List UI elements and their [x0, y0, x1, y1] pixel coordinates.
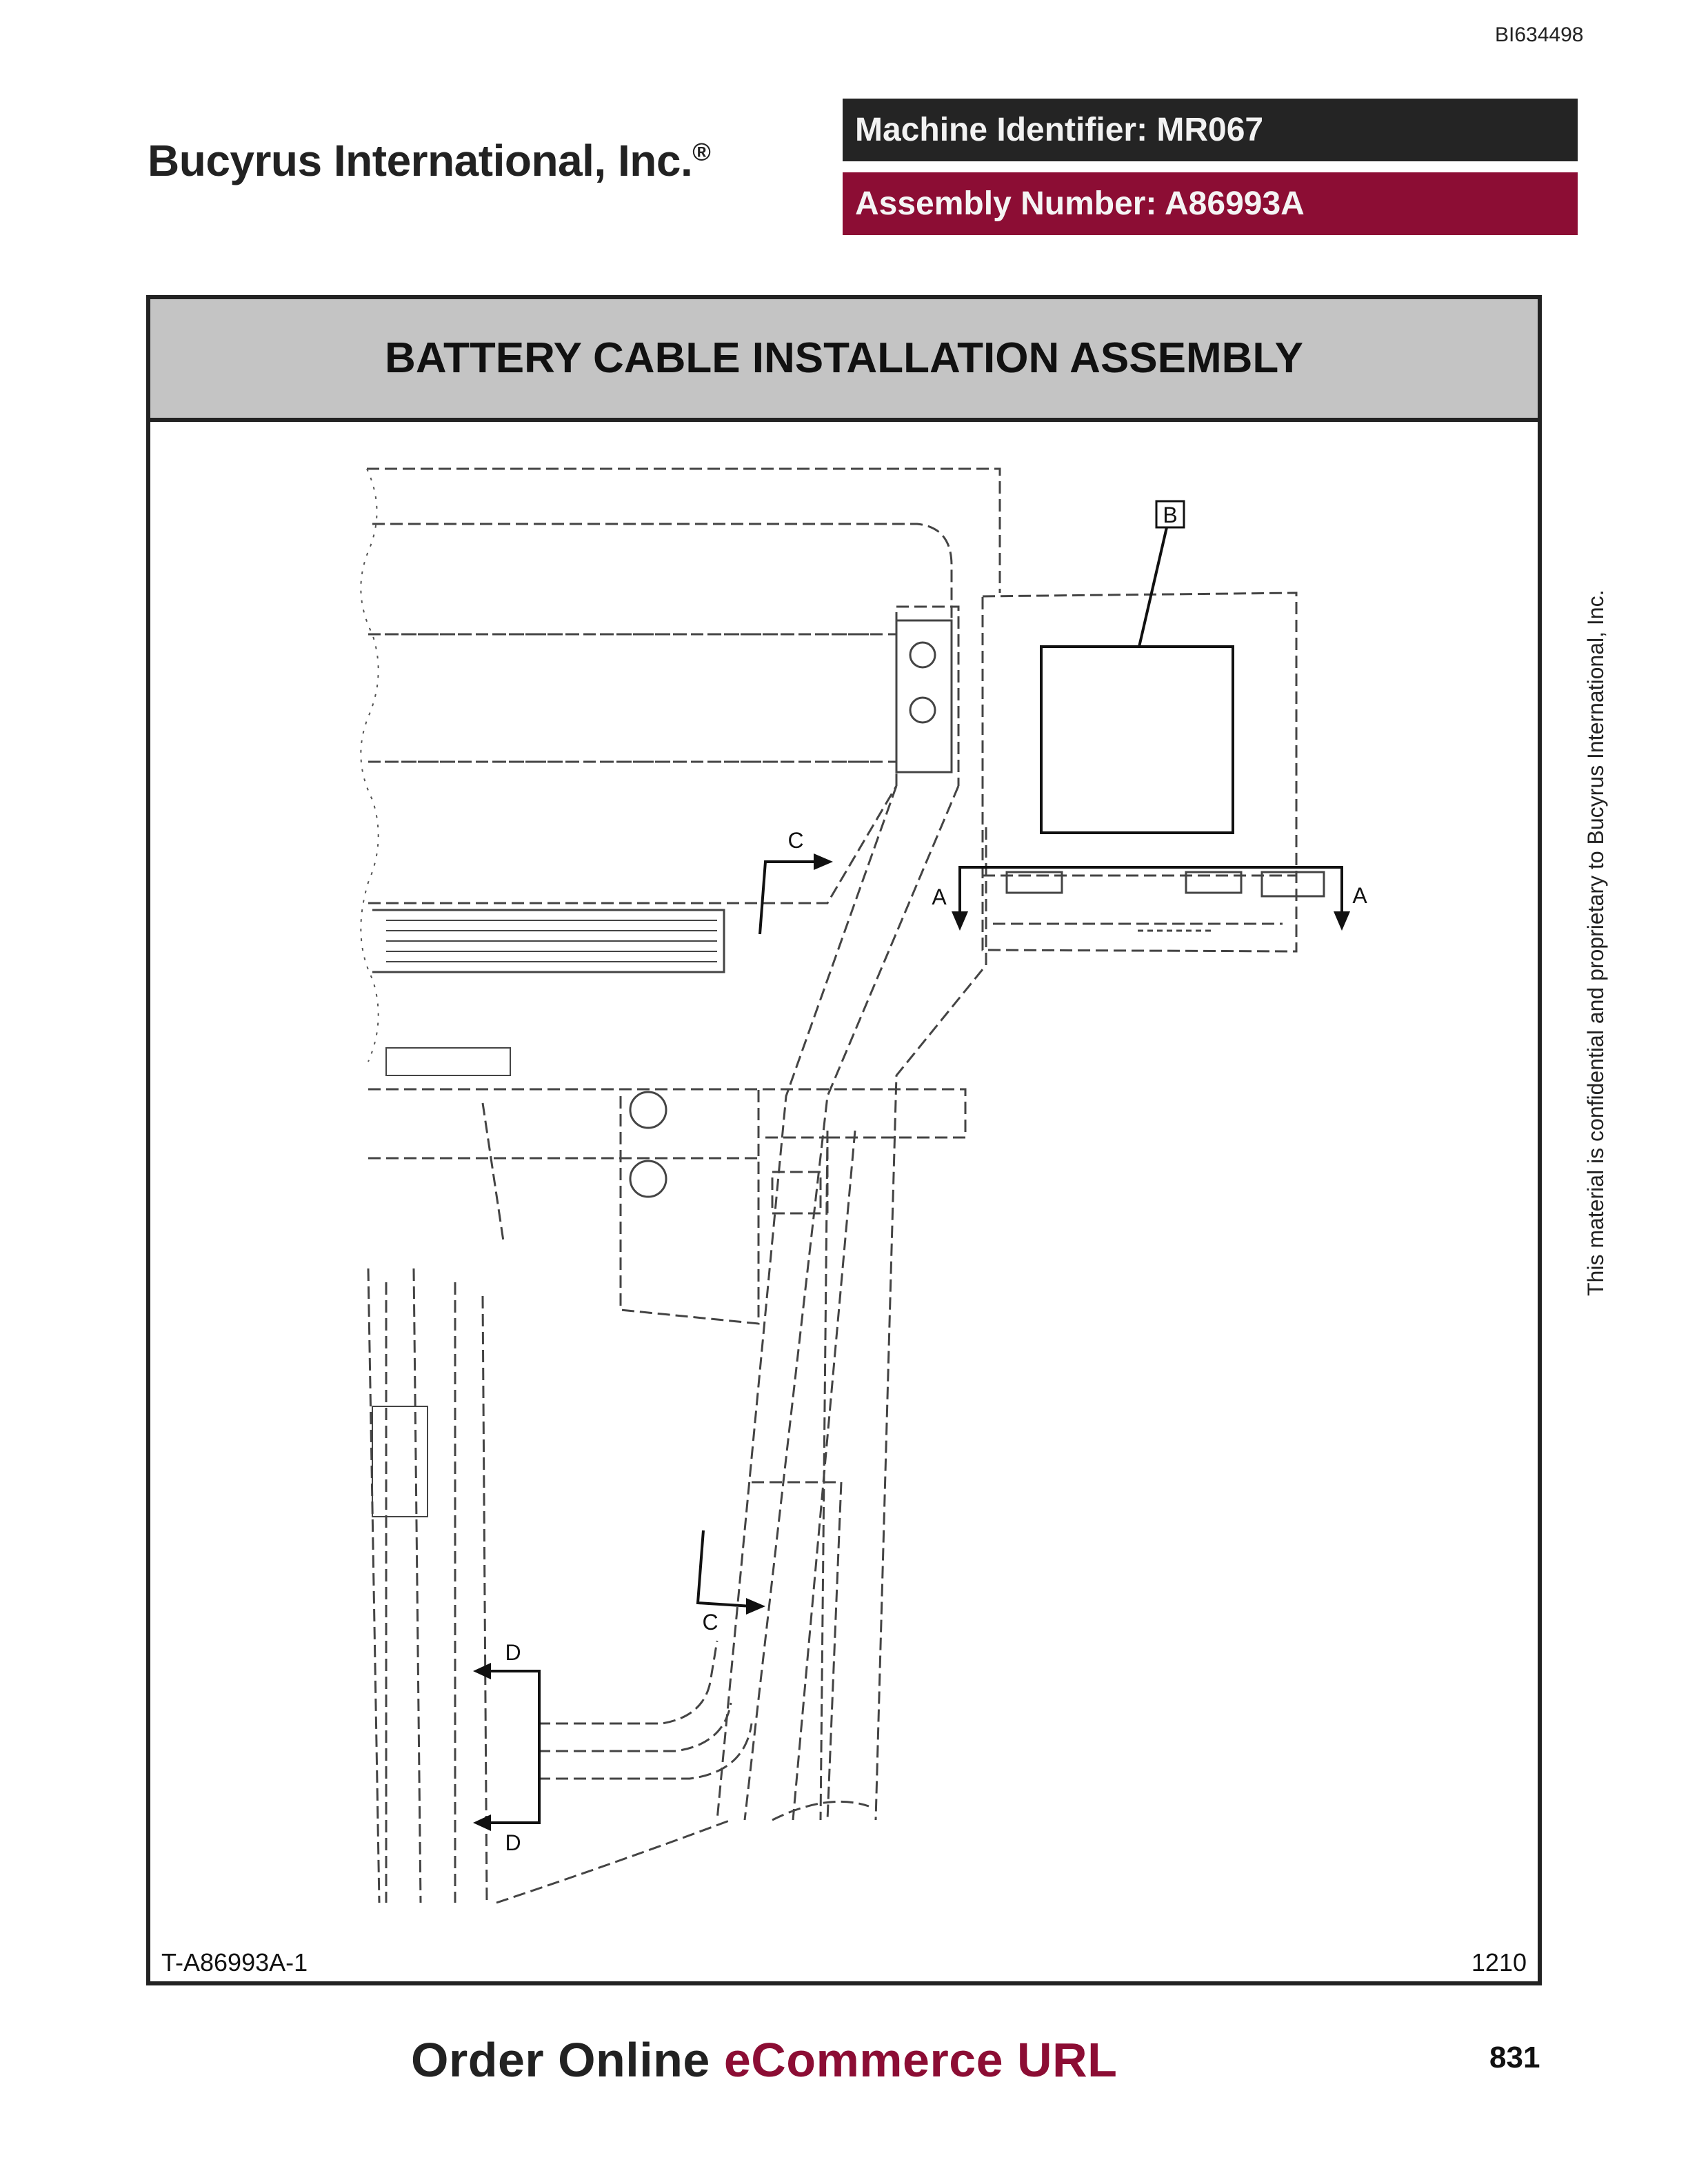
callout-b: B	[1163, 503, 1177, 527]
drawing-code: 1210	[1471, 1948, 1527, 1976]
confidentiality-note: This material is confidential and propri…	[1583, 589, 1608, 1297]
callout-b-box	[1155, 500, 1185, 529]
assembly-number-bar: Assembly Number: A86993A	[843, 172, 1578, 235]
technical-drawing: B A A C C D D	[360, 467, 1367, 1904]
section-line-c-bottom	[696, 1530, 752, 1608]
drawing-title: BATTERY CABLE INSTALLATION ASSEMBLY	[150, 299, 1538, 422]
section-c-top-arrow	[814, 853, 833, 870]
section-line-c-top	[758, 860, 821, 935]
drawing-reference: T-A86993A-1	[161, 1948, 308, 1976]
callout-c-bottom: C	[702, 1610, 718, 1635]
section-line-d	[483, 1670, 541, 1824]
battery-box-details	[1005, 871, 1325, 932]
battery-box-outline	[981, 592, 1298, 953]
section-a-arrow-left	[952, 911, 968, 931]
frame-outline-dashed	[367, 467, 1001, 1904]
footer-ecommerce-link[interactable]: eCommerce URL	[723, 2033, 1118, 2087]
callout-b-leader	[1138, 527, 1168, 647]
left-edge-wavy	[360, 468, 379, 1062]
callout-a-left: A	[932, 884, 947, 909]
document-id: BI634498	[1495, 23, 1584, 46]
section-c-bottom-arrow	[746, 1598, 765, 1615]
section-d-arrow-bottom	[473, 1814, 491, 1831]
section-line-a	[958, 866, 1343, 924]
footer-order-online[interactable]: Order Online eCommerce URL	[411, 2032, 1117, 2087]
frame-rails	[368, 619, 953, 1517]
side-rule	[1539, 426, 1542, 1315]
callout-c-top: C	[787, 828, 803, 853]
callout-a-right: A	[1352, 883, 1367, 908]
machine-identifier-bar: Machine Identifier: MR067	[843, 99, 1578, 161]
page-number: 831	[1489, 2041, 1540, 2074]
section-a-arrow-right	[1334, 911, 1350, 931]
footer-order-text: Order Online	[411, 2033, 710, 2087]
callout-d-top: D	[505, 1640, 521, 1665]
callout-d-bottom: D	[505, 1830, 521, 1855]
company-name: Bucyrus International, Inc.®	[148, 135, 711, 186]
company-name-text: Bucyrus International, Inc.	[148, 136, 693, 185]
battery-rectangle	[1040, 645, 1234, 834]
registered-mark: ®	[692, 137, 711, 166]
section-d-arrow-top	[473, 1663, 491, 1679]
